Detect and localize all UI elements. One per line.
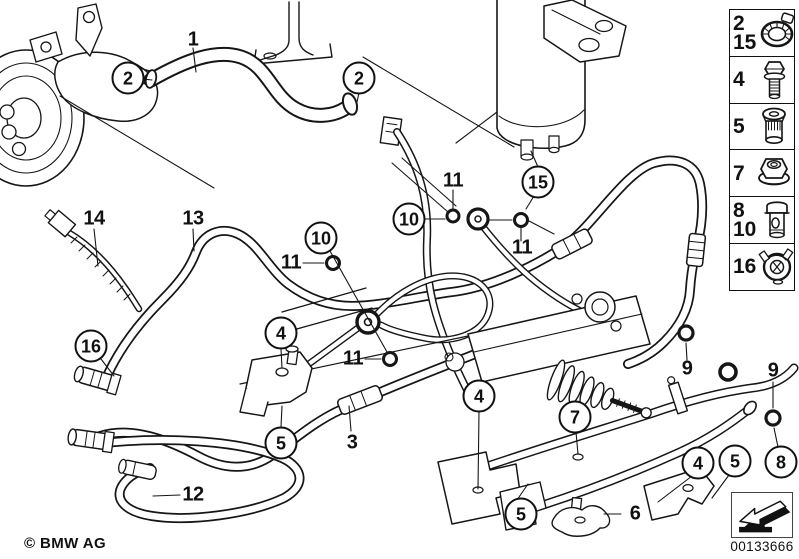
callout-15[interactable]: 15 [521, 165, 555, 199]
legend-labels: 7 [733, 161, 745, 185]
legend-cell-banjo-bolt[interactable]: 8 10 [729, 196, 795, 245]
callout-5[interactable]: 5 [504, 497, 538, 531]
callout-1[interactable]: 1 [187, 28, 199, 51]
callout-9[interactable]: 9 [767, 359, 779, 382]
cable-strap [44, 209, 143, 313]
legend-labels: 2 15 [733, 11, 757, 55]
callout-11[interactable]: 11 [511, 236, 533, 259]
fluid-reservoir [455, 0, 627, 161]
callout-8[interactable]: 8 [764, 445, 798, 479]
callout-10[interactable]: 10 [304, 221, 338, 255]
legend-labels: 16 [733, 255, 757, 279]
protective-cap-icon [758, 248, 795, 285]
callout-16[interactable]: 16 [74, 329, 108, 363]
quick-connector [118, 458, 157, 480]
callout-5[interactable]: 5 [718, 444, 752, 478]
direction-arrow-box [731, 492, 793, 538]
ribbed-sleeve [685, 232, 707, 268]
callout-9[interactable]: 9 [681, 357, 693, 380]
crimp-sleeve [551, 228, 593, 260]
legend-cell-hex-bolt[interactable]: 4 [729, 55, 795, 104]
parts-legend: 2 15 4 [729, 9, 795, 291]
expansion-hose-12 [91, 435, 305, 523]
steering-rack-boot [546, 359, 652, 419]
callout-4[interactable]: 4 [681, 446, 715, 480]
pipe-bracket-a [239, 345, 313, 417]
callout-2[interactable]: 2 [111, 61, 145, 95]
callout-11[interactable]: 11 [342, 347, 364, 370]
legend-cell-protective-cap[interactable]: 16 [729, 242, 795, 291]
callout-14[interactable]: 14 [83, 207, 105, 230]
pipe-clamp [667, 376, 689, 415]
shoulder-bolt-icon [762, 107, 786, 144]
flange-nut-icon [758, 158, 790, 186]
quick-connector [73, 365, 122, 396]
steering-gear [239, 291, 652, 419]
bracket-part-6 [551, 496, 611, 537]
copyright-notice: © BMW AG [24, 535, 107, 552]
callout-10[interactable]: 10 [392, 202, 426, 236]
suction-hose-1 [143, 46, 359, 123]
callout-11[interactable]: 11 [280, 251, 302, 274]
callout-2[interactable]: 2 [342, 61, 376, 95]
hex-bolt-icon [763, 60, 786, 99]
callout-3[interactable]: 3 [346, 431, 358, 454]
sealing-washers [325, 208, 782, 427]
callout-5[interactable]: 5 [264, 426, 298, 460]
diagram-number: 00133666 [730, 539, 794, 554]
legend-cell-shoulder-bolt[interactable]: 5 [729, 102, 795, 151]
callout-4[interactable]: 4 [264, 316, 298, 350]
quick-connector [67, 428, 115, 454]
callout-6[interactable]: 6 [629, 502, 641, 525]
legend-labels: 4 [733, 68, 745, 92]
leader-lines [59, 47, 779, 515]
banjo-bolt-icon [764, 201, 791, 239]
direction-arrow-icon [739, 500, 791, 533]
callout-4[interactable]: 4 [462, 379, 496, 413]
return-hose-13 [103, 155, 708, 379]
cooler-pipes [465, 363, 799, 511]
legend-labels: 5 [733, 114, 745, 138]
legend-labels: 8 10 [733, 198, 757, 242]
legend-cell-clamp[interactable]: 2 15 [729, 9, 795, 58]
callout-13[interactable]: 13 [182, 207, 204, 230]
hose-clamp-icon [761, 12, 795, 48]
legend-cell-flange-nut[interactable]: 7 [729, 149, 795, 198]
callout-12[interactable]: 12 [182, 483, 204, 506]
callout-7[interactable]: 7 [558, 400, 592, 434]
callout-11[interactable]: 11 [442, 169, 464, 192]
